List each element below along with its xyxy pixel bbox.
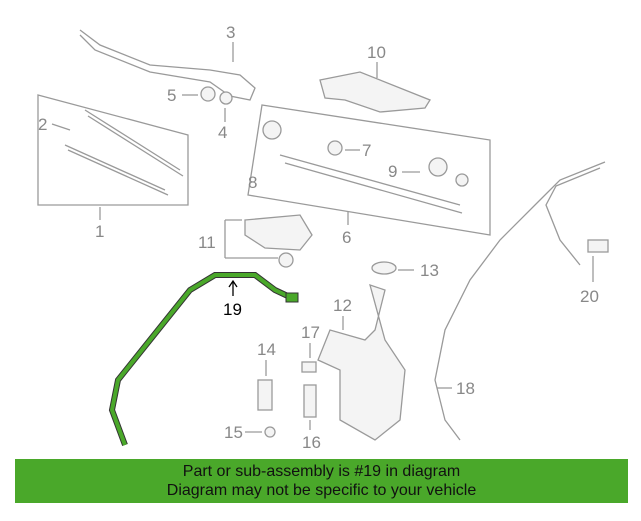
callout-8[interactable]: 8: [248, 173, 257, 192]
callout-19[interactable]: 19: [223, 300, 242, 319]
callout-4[interactable]: 4: [218, 123, 227, 142]
callout-15[interactable]: 15: [224, 423, 243, 442]
callout-9[interactable]: 9: [388, 162, 397, 181]
callout-13[interactable]: 13: [420, 261, 439, 280]
wiper-blade: 2 1: [37, 94, 189, 241]
callout-10[interactable]: 10: [367, 43, 386, 62]
banner-line-part: Part or sub-assembly is #19 in diagram: [182, 463, 461, 480]
callout-16[interactable]: 16: [302, 433, 321, 452]
washer-reservoir: 13 12: [317, 261, 439, 441]
callout-20[interactable]: 20: [580, 287, 599, 306]
callout-7[interactable]: 7: [362, 141, 371, 160]
washer-hose-18: 18 20: [434, 161, 609, 441]
wiper-arm: 3: [79, 23, 256, 101]
nut-and-cap: 5 4: [167, 86, 233, 142]
wiper-motor: 11: [198, 214, 313, 268]
banner-line-disclaimer: Diagram may not be specific to your vehi…: [166, 482, 477, 499]
callout-18[interactable]: 18: [456, 379, 475, 398]
callout-12[interactable]: 12: [333, 296, 352, 315]
washer-hose-19[interactable]: 19: [108, 272, 299, 447]
wiper-linkage: 8 7 9 6: [247, 104, 491, 247]
cowl-panel: 10: [319, 43, 431, 113]
callout-1[interactable]: 1: [95, 222, 104, 241]
callout-2[interactable]: 2: [38, 115, 47, 134]
callout-17[interactable]: 17: [301, 323, 320, 342]
callout-14[interactable]: 14: [257, 340, 276, 359]
callout-5[interactable]: 5: [167, 86, 176, 105]
washer-pump: 14 15 17 16: [224, 323, 321, 452]
callout-11[interactable]: 11: [198, 233, 216, 252]
callout-6[interactable]: 6: [342, 228, 351, 247]
part-info-banner: Part or sub-assembly is #19 in diagram D…: [15, 459, 628, 503]
callout-3[interactable]: 3: [226, 23, 235, 42]
